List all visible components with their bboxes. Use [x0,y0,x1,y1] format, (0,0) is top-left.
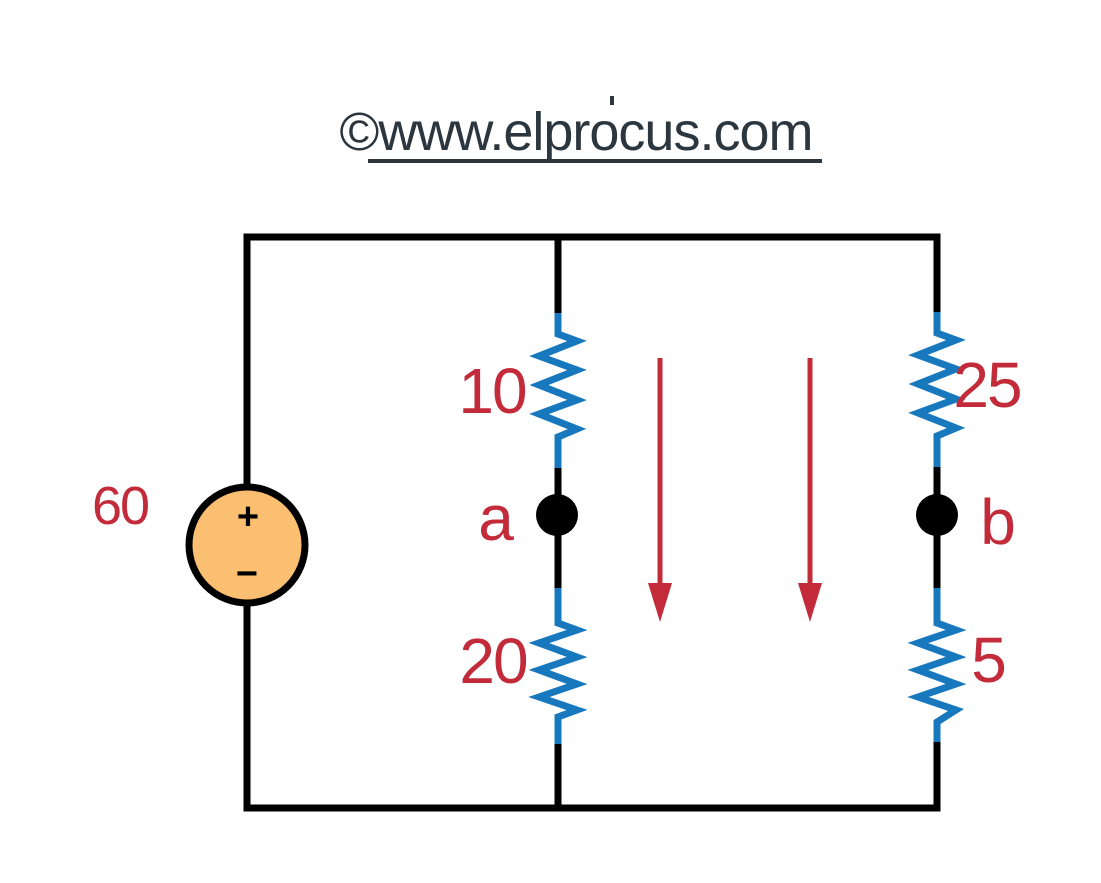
current-arrow-down-2 [798,358,822,622]
node-b-dot [916,494,958,536]
watermark-title: ©www.elprocus.com [340,102,813,162]
node-a-label: a [478,482,514,554]
voltage-source-plus-sign: + [237,496,259,538]
current-arrow-down-1 [648,358,672,622]
current-arrow-1-head [648,583,672,622]
resistor-10-label: 10 [458,355,526,427]
resistor-25-label: 25 [953,349,1020,421]
resistor-25-symbol [908,312,966,467]
wire-top-loop [243,233,941,486]
current-arrow-2-head [798,583,822,622]
resistor-5-symbol [907,588,967,742]
resistor-10-symbol [529,313,587,468]
resistor-20-symbol [528,588,588,744]
wire-bottom-loop [243,604,941,812]
node-a-dot [536,494,578,536]
voltage-source-minus-sign: − [236,553,258,595]
voltage-source-value-label: 60 [92,476,148,536]
resistor-5-label: 5 [971,624,1005,696]
voltage-source-symbol [185,483,309,607]
stray-tick-mark [610,96,614,105]
resistor-20-label: 20 [459,625,527,697]
node-b-label: b [980,486,1014,558]
